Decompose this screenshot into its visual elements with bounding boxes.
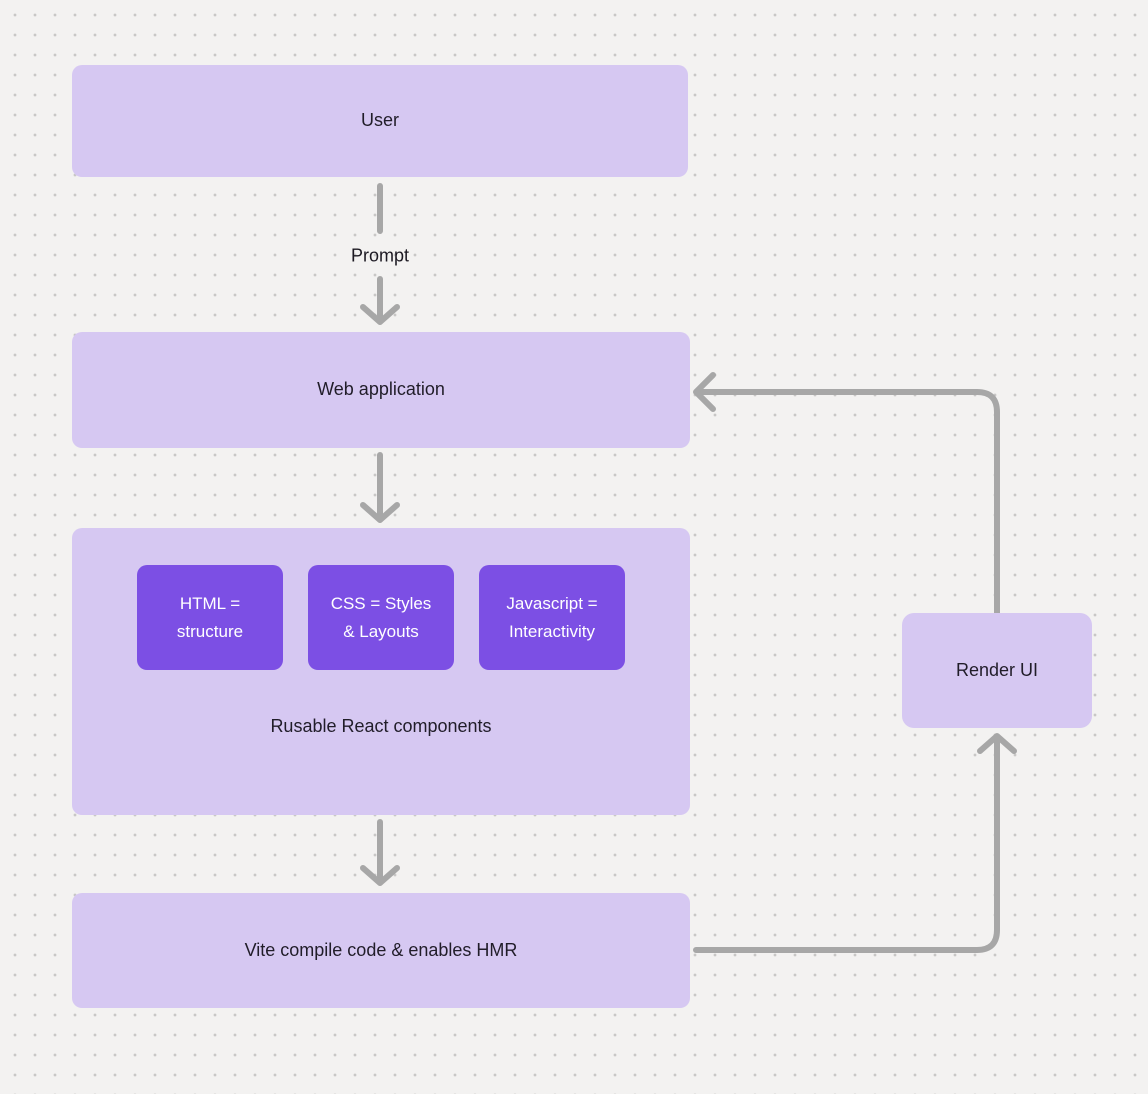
arrowhead-left-into-webapp xyxy=(693,372,716,412)
node-vite-label: Vite compile code & enables HMR xyxy=(244,939,518,960)
components-chip-row: HTML = structure CSS = Styles & Layouts … xyxy=(72,565,690,670)
node-render-ui-label: Render UI xyxy=(955,659,1039,680)
node-components-group[interactable]: HTML = structure CSS = Styles & Layouts … xyxy=(72,528,690,815)
arrowhead-down-into-vite xyxy=(360,865,400,886)
components-group-caption: Rusable React components xyxy=(270,716,492,736)
chip-css-label: CSS = Styles & Layouts xyxy=(330,593,432,641)
chip-javascript[interactable]: Javascript = Interactivity xyxy=(479,565,625,670)
node-render-ui[interactable]: Render UI xyxy=(902,613,1092,728)
node-vite[interactable]: Vite compile code & enables HMR xyxy=(72,893,690,1008)
node-user-label: User xyxy=(360,110,399,131)
arrowhead-down-into-components xyxy=(360,502,400,523)
arrowhead-down-into-webapp xyxy=(360,304,400,325)
edge-renderui-to-webapp xyxy=(698,389,1000,616)
chip-css[interactable]: CSS = Styles & Layouts xyxy=(308,565,454,670)
edge-vite-to-renderui xyxy=(693,739,1000,953)
chip-html[interactable]: HTML = structure xyxy=(137,565,283,670)
node-user[interactable]: User xyxy=(72,65,688,177)
chip-javascript-label: Javascript = Interactivity xyxy=(506,593,598,641)
edge-label-prompt: Prompt xyxy=(350,245,410,266)
chip-html-label: HTML = structure xyxy=(176,593,244,641)
node-web-application-label: Web application xyxy=(317,379,445,400)
node-web-application[interactable]: Web application xyxy=(72,332,690,448)
arrowhead-up-into-renderui xyxy=(977,733,1017,754)
